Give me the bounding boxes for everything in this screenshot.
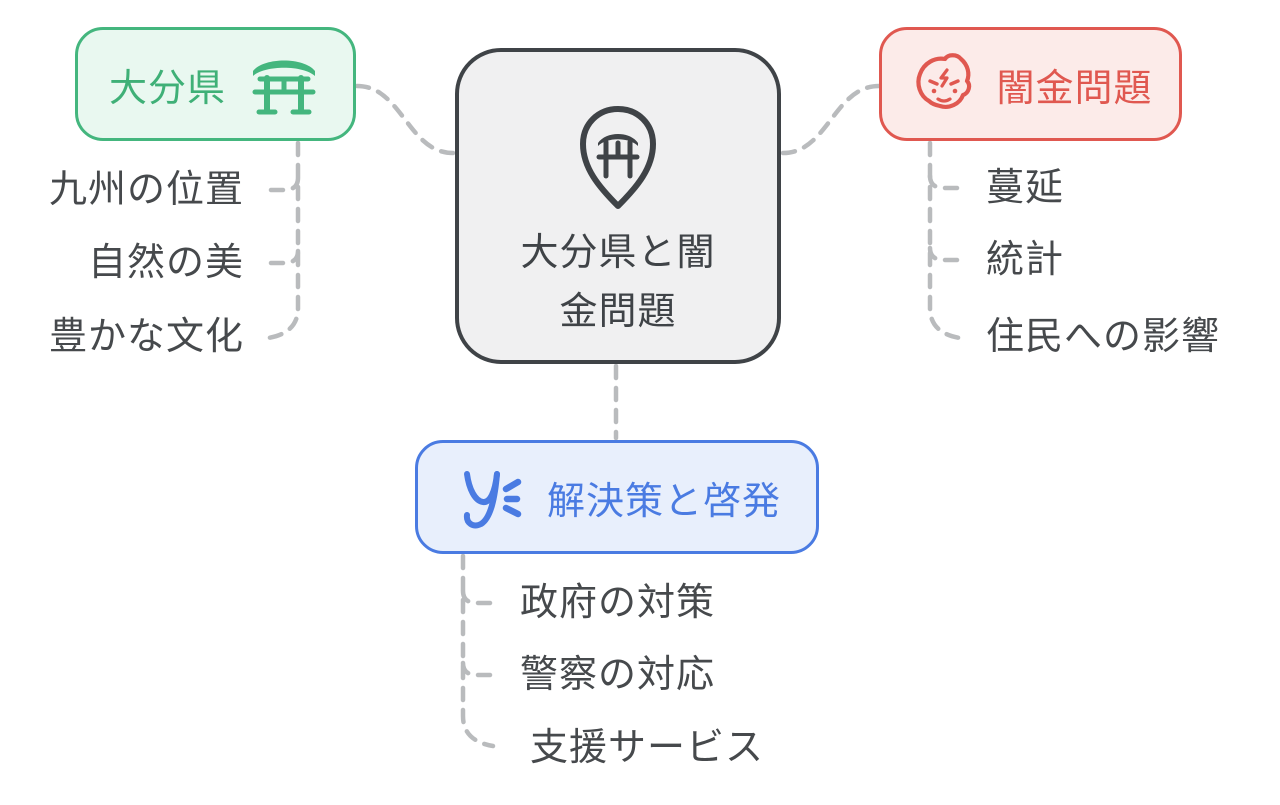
connector-center-yamikin	[780, 83, 882, 156]
yammer-y-icon	[453, 461, 525, 533]
connector-oita-center	[354, 83, 456, 156]
center-node[interactable]: 大分県と闇金問題	[455, 48, 781, 364]
subtopic-police-response[interactable]: 警察の対応	[520, 654, 716, 696]
connector-oita-trunk	[265, 140, 301, 341]
rascal-face-icon	[908, 48, 980, 120]
connector-oita-child1	[259, 175, 301, 193]
connector-yamikin-child2	[927, 245, 967, 263]
torii-map-pin-icon	[566, 98, 670, 214]
connector-kaiketsu-trunk	[460, 553, 496, 749]
torii-gate-icon	[246, 46, 322, 122]
branch-label-oita: 大分県	[108, 67, 226, 110]
connector-yamikin-child1	[927, 173, 967, 191]
subtopic-spread[interactable]: 蔓延	[986, 167, 1065, 209]
subtopic-rich-culture[interactable]: 豊かな文化	[48, 316, 244, 358]
branch-label-kaiketsu: 解決策と啓発	[546, 480, 781, 523]
subtopic-impact-on-residents[interactable]: 住民への影響	[986, 316, 1221, 358]
subtopic-kyushu-location[interactable]: 九州の位置	[48, 169, 244, 211]
subtopic-government-measures[interactable]: 政府の対策	[520, 582, 716, 624]
subtopic-statistics[interactable]: 統計	[986, 239, 1065, 281]
branch-node-oita[interactable]: 大分県	[75, 27, 356, 141]
subtopic-natural-beauty[interactable]: 自然の美	[87, 242, 244, 284]
connector-kaiketsu-child1	[460, 588, 500, 606]
branch-node-kaiketsu[interactable]: 解決策と啓発	[415, 440, 819, 554]
connector-oita-child2	[259, 248, 301, 266]
center-node-label: 大分県と闇金問題	[520, 232, 716, 333]
connector-kaiketsu-child2	[460, 660, 500, 678]
branch-label-yamikin: 闇金問題	[996, 67, 1153, 110]
connector-yamikin-trunk	[927, 140, 963, 341]
branch-node-yamikin[interactable]: 闇金問題	[879, 27, 1182, 141]
subtopic-support-services[interactable]: 支援サービス	[530, 727, 765, 769]
